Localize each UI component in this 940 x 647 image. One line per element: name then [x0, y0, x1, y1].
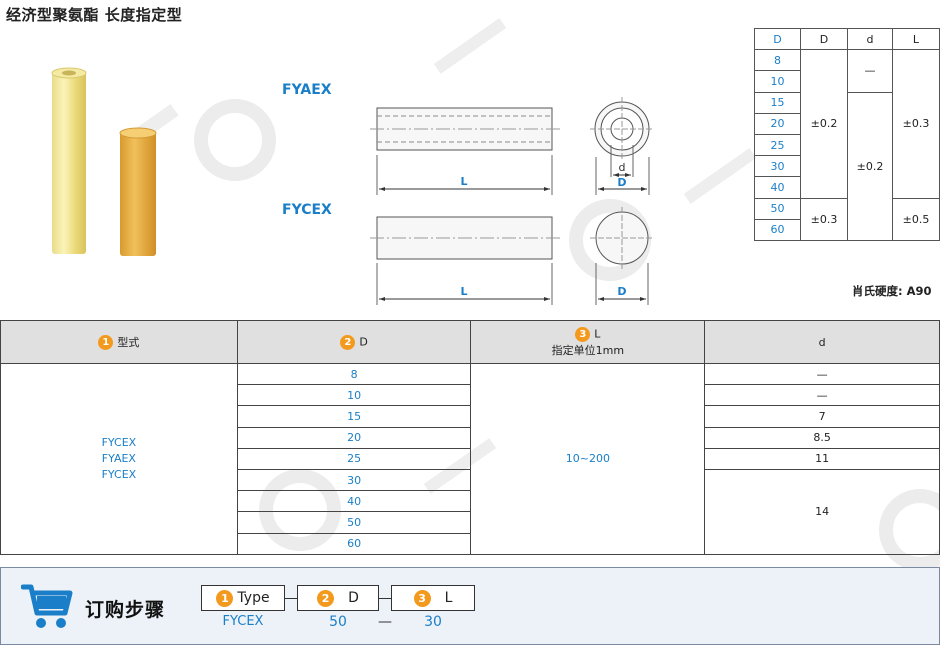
table-cell: 40: [754, 176, 801, 199]
table-cell: 15: [236, 405, 472, 428]
tolerance-table: D D d L 8 ±0.2 — ±0.3 10 15 ±0.2 20 25 3…: [754, 27, 940, 241]
page-title: 经济型聚氨酯 长度指定型: [6, 6, 183, 24]
table-row: 15 ±0.2: [754, 91, 940, 241]
table-cell: 60: [754, 218, 801, 241]
dim-label-D-top: D: [617, 176, 626, 189]
step-badge: 2: [340, 334, 356, 350]
technical-drawing: L d D L D: [370, 97, 654, 305]
table-row: FYCEX FYAEX FYCEX 8 10~200 —: [0, 362, 940, 555]
step-badge: 3: [413, 589, 431, 607]
step-badge: 1: [216, 589, 234, 607]
type-value: FYAEX: [101, 451, 136, 465]
table-cell: ±0.2: [847, 91, 893, 241]
table-cell: 8.5: [704, 426, 940, 449]
table-cell: 8: [236, 362, 472, 386]
table-row: 20 8.5: [1, 426, 940, 449]
table-cell: 25: [236, 447, 472, 470]
table-row: 50 ±0.3 ±0.5: [754, 197, 940, 241]
table-row: 30 14: [1, 468, 940, 555]
table-cell: —: [704, 362, 940, 386]
header-label: D: [359, 335, 368, 348]
dim-label-L-top: L: [460, 175, 467, 188]
step-badge: 1: [98, 335, 114, 351]
table-row: 25 11: [1, 447, 940, 470]
header-label: L: [594, 327, 601, 340]
table-cell: 20: [754, 112, 801, 135]
model-label-fyaex: FYAEX: [282, 82, 332, 98]
table-row: D D d L: [754, 27, 940, 51]
step-label: Type: [237, 590, 270, 606]
order-value-separator: —: [378, 614, 392, 630]
column-header-d: d: [704, 320, 940, 364]
table-cell: 30: [754, 155, 801, 178]
order-value-D: 50: [329, 614, 347, 630]
header-label: d: [818, 335, 826, 349]
table-row: 8 ±0.2 — ±0.3: [754, 49, 940, 199]
step-connector: [285, 598, 297, 599]
tolerance-header: D: [754, 27, 801, 51]
step-connector: [379, 598, 391, 599]
table-row: 60: [754, 218, 940, 241]
table-cell: 7: [704, 405, 940, 428]
type-value: FYCEX: [101, 467, 137, 481]
table-cell: 15: [754, 91, 801, 114]
table-cell: ±0.5: [892, 197, 940, 241]
table-cell: 10: [236, 384, 472, 407]
dim-label-D-bottom: D: [617, 285, 626, 298]
tolerance-header: D: [800, 27, 848, 51]
table-cell: 50: [236, 511, 472, 534]
table-cell: ±0.3: [800, 197, 848, 241]
step-label: L: [444, 590, 453, 606]
types-cell: FYCEX FYAEX FYCEX: [0, 363, 238, 555]
table-cell: —: [847, 49, 893, 93]
header-sublabel: 指定单位1mm: [551, 343, 625, 357]
table-cell: —: [704, 384, 940, 407]
order-title: 订购步骤: [85, 599, 166, 621]
step-label: D: [348, 590, 359, 606]
type-value: FYCEX: [101, 435, 137, 449]
table-cell: 50: [754, 197, 801, 220]
table-row: 10: [754, 70, 940, 93]
table-cell: 8: [754, 49, 801, 72]
table-row: 30: [754, 155, 940, 178]
dim-label-L-bottom: L: [460, 285, 467, 298]
table-cell: ±0.3: [892, 49, 940, 199]
product-photo: [51, 67, 157, 256]
shopping-cart-icon: [21, 584, 73, 628]
header-label: 型式: [117, 335, 140, 349]
table-cell: 11: [704, 447, 940, 470]
table-cell: 30: [236, 468, 472, 492]
step-badge: 3: [575, 326, 591, 342]
table-cell: 40: [236, 490, 472, 513]
step-badge: 2: [317, 589, 335, 607]
table-cell: 20: [236, 426, 472, 449]
tolerance-header: L: [892, 27, 940, 51]
model-label-fycex: FYCEX: [282, 202, 332, 218]
order-value-L: 30: [424, 614, 442, 630]
table-cell: 60: [236, 532, 472, 555]
table-cell: 14: [704, 468, 940, 555]
dim-label-d: d: [619, 161, 626, 174]
table-cell: 10: [754, 70, 801, 93]
table-cell: 25: [754, 133, 801, 157]
order-value-type: FYCEX: [222, 614, 264, 629]
tolerance-header: d: [847, 27, 893, 51]
table-cell: ±0.2: [800, 49, 848, 199]
length-range-cell: 10~200: [470, 363, 706, 555]
hardness-note: 肖氏硬度: A90: [852, 284, 932, 298]
table-row: 60: [1, 532, 940, 555]
